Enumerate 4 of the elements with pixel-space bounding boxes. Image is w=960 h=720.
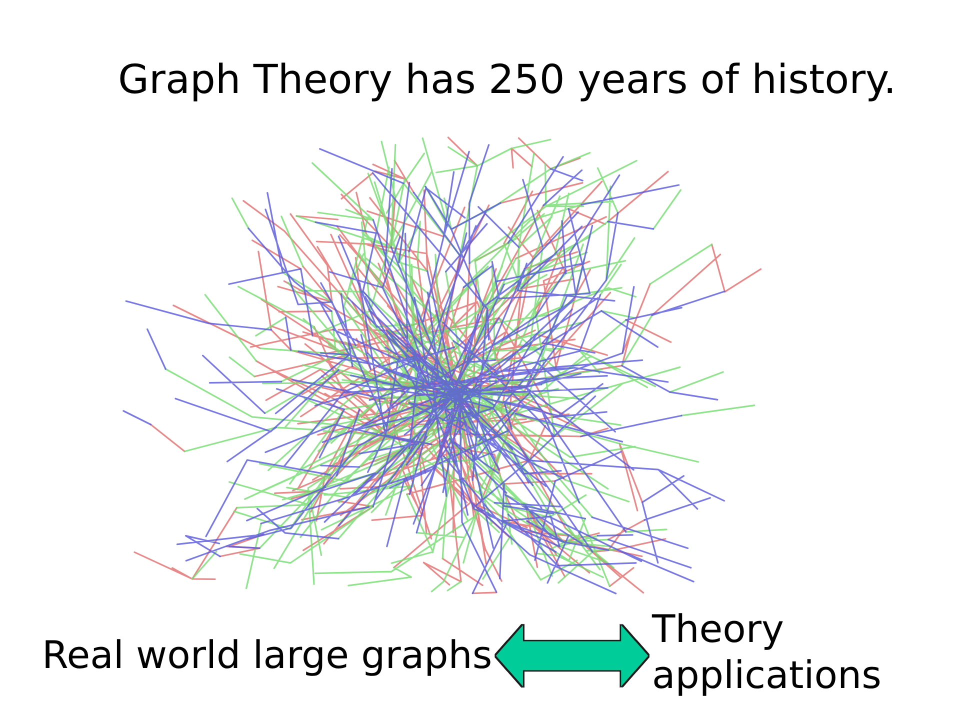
topic-label: Theory applications — [652, 606, 904, 699]
slide-title: Graph Theory has 250 years of history. — [118, 56, 896, 105]
topic-label: Real world large graphs — [42, 632, 492, 678]
double-arrow — [496, 625, 648, 686]
